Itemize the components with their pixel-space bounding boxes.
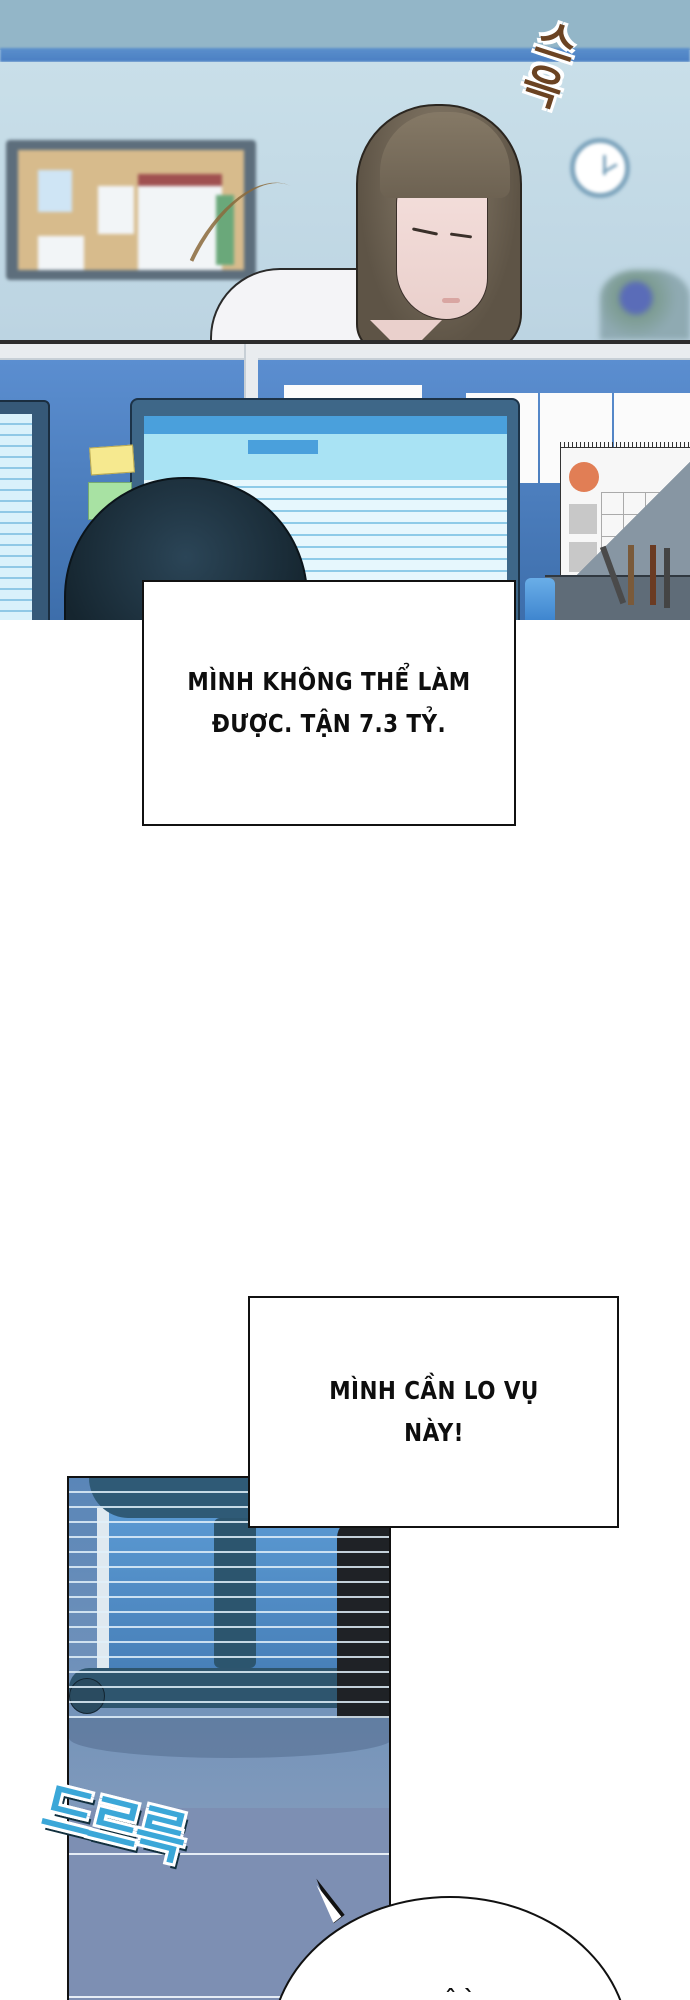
pinned-note-green	[216, 195, 234, 265]
narration-box: MÌNH KHÔNG THỂ LÀM ĐƯỢC. TẬN 7.3 TỶ.	[142, 580, 516, 826]
floor-tile-line	[69, 1996, 389, 1998]
pinned-note	[98, 186, 134, 234]
wall-stripe	[0, 48, 690, 62]
narration-text: MÌNH CẦN LO VỤ NÀY!	[328, 1376, 539, 1447]
mouth	[442, 298, 460, 303]
speech-bubble-text: ˆ ˋ	[445, 1987, 475, 2000]
narration-text: MÌNH KHÔNG THỂ LÀM ĐƯỢC. TẬN 7.3 TỶ.	[187, 667, 471, 738]
water-bottle	[525, 578, 555, 620]
cubicle-edge	[0, 340, 690, 344]
floor-tile-line	[69, 1853, 389, 1855]
narration-box: MÌNH CẦN LO VỤ NÀY!	[248, 1296, 619, 1528]
clock-hand	[603, 155, 606, 175]
poster-header	[138, 174, 222, 186]
pen-icon	[664, 548, 670, 608]
desk-calendar-icon	[560, 447, 690, 582]
pinned-note	[38, 236, 84, 270]
wall-clock-icon	[570, 138, 630, 198]
side-monitor-screen	[0, 414, 32, 620]
pinned-poster	[138, 174, 222, 270]
cork-board	[18, 150, 244, 270]
calendar-spiral	[560, 442, 690, 450]
screen-titlebar	[144, 416, 507, 434]
pencil-icon	[628, 545, 634, 605]
calendar-shadow	[561, 448, 690, 581]
bulletin-board	[6, 140, 256, 280]
woman-bangs	[380, 112, 510, 198]
sticky-note-yellow	[89, 444, 135, 476]
comic-panel-chair	[67, 1476, 391, 2000]
pinned-note	[38, 170, 72, 212]
potted-plant	[600, 270, 690, 340]
ceiling	[0, 0, 690, 50]
screen-button	[248, 440, 318, 454]
side-monitor	[0, 400, 50, 620]
cubicle-divider	[0, 344, 690, 360]
cubicle-post	[244, 344, 258, 404]
pencil-icon	[650, 545, 656, 605]
screen-toolbar	[144, 434, 507, 480]
